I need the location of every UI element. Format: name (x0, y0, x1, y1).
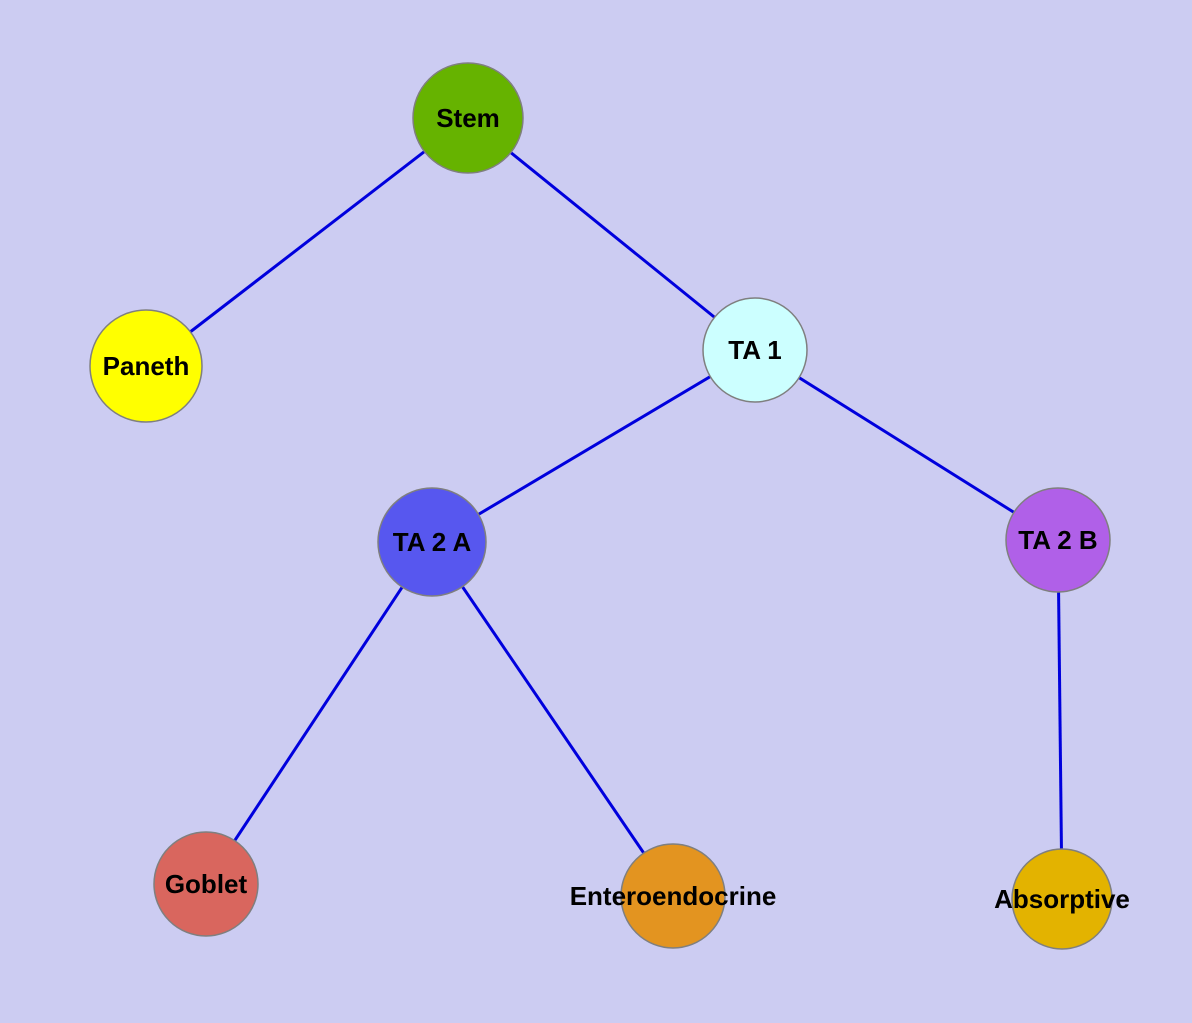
node-stem (412, 62, 524, 174)
node-label-enteroendocrine: Enteroendocrine (570, 881, 777, 911)
node-absorptive (1011, 848, 1113, 950)
edge-ta2b-absorptive (1056, 539, 1064, 900)
edge-ta2a-goblet (204, 541, 434, 885)
node-paneth (89, 309, 203, 423)
node-ta2a (377, 487, 487, 597)
edge-ta1-ta2b (754, 348, 1059, 542)
node-ta2b (1005, 487, 1111, 593)
edge-stem-ta1 (467, 116, 756, 352)
node-enteroendocrine (620, 843, 726, 949)
node-label-ta2b: TA 2 B (1018, 525, 1097, 555)
node-ta1 (702, 297, 808, 403)
node-label-ta1: TA 1 (728, 335, 781, 365)
node-label-absorptive: Absorptive (994, 884, 1130, 914)
edge-stem-paneth (145, 116, 469, 368)
edge-ta1-ta2a (431, 348, 756, 544)
node-label-goblet: Goblet (165, 869, 248, 899)
node-goblet (153, 831, 259, 937)
node-label-paneth: Paneth (103, 351, 190, 381)
node-label-ta2a: TA 2 A (393, 527, 472, 557)
edge-ta2a-enteroendocrine (430, 541, 675, 897)
node-label-stem: Stem (436, 103, 500, 133)
